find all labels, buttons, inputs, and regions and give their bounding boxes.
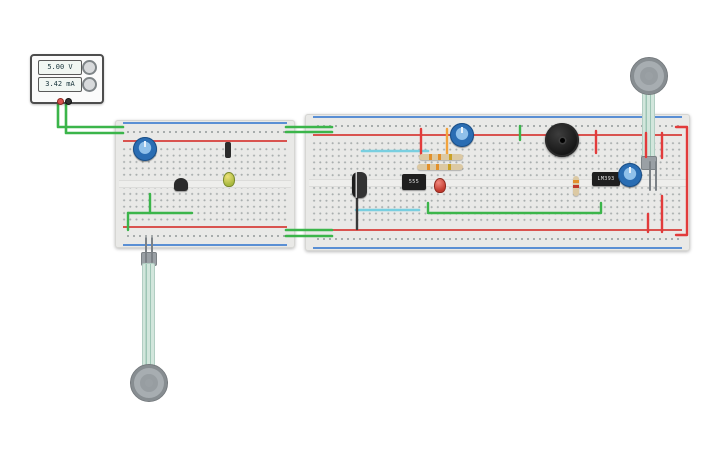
force-sensor-left[interactable] <box>130 364 168 402</box>
timer-ic-555[interactable]: 555 <box>402 174 426 190</box>
negative-terminal[interactable] <box>65 98 72 105</box>
wire-green[interactable] <box>56 96 125 129</box>
potentiometer-2[interactable] <box>450 123 474 147</box>
center-channel <box>119 180 291 188</box>
resistor-2[interactable] <box>417 164 463 170</box>
electrolytic-capacitor[interactable] <box>352 172 367 198</box>
yellow-led[interactable] <box>223 172 235 187</box>
diode[interactable] <box>225 142 231 158</box>
comparator-ic-lm393[interactable]: LM393 <box>592 172 620 186</box>
ic-label: 555 <box>408 179 420 185</box>
center-channel <box>309 178 686 187</box>
voltage-knob[interactable] <box>82 60 97 75</box>
wire-green[interactable] <box>426 201 603 215</box>
potentiometer-1[interactable] <box>133 137 157 161</box>
positive-terminal[interactable] <box>57 98 64 105</box>
ic-label: LM393 <box>597 176 615 182</box>
npn-transistor[interactable] <box>174 178 188 191</box>
red-led[interactable] <box>434 178 446 193</box>
power-rail-top <box>120 122 290 142</box>
power-rail-top <box>310 116 685 136</box>
voltage-display: 5.00 V <box>38 60 82 75</box>
power-rail-bottom <box>120 226 290 246</box>
resistor-3[interactable] <box>573 176 579 196</box>
piezo-buzzer[interactable] <box>545 123 579 157</box>
wire-red[interactable] <box>674 125 689 237</box>
resistor-1[interactable] <box>419 154 463 160</box>
current-display: 3.42 mA <box>38 77 82 92</box>
current-knob[interactable] <box>82 77 97 92</box>
potentiometer-3[interactable] <box>618 163 642 187</box>
force-sensor-right[interactable] <box>630 57 668 95</box>
power-supply[interactable]: 5.00 V 3.42 mA <box>30 54 104 105</box>
power-rail-bottom <box>310 229 685 249</box>
wire-green[interactable] <box>64 96 125 135</box>
